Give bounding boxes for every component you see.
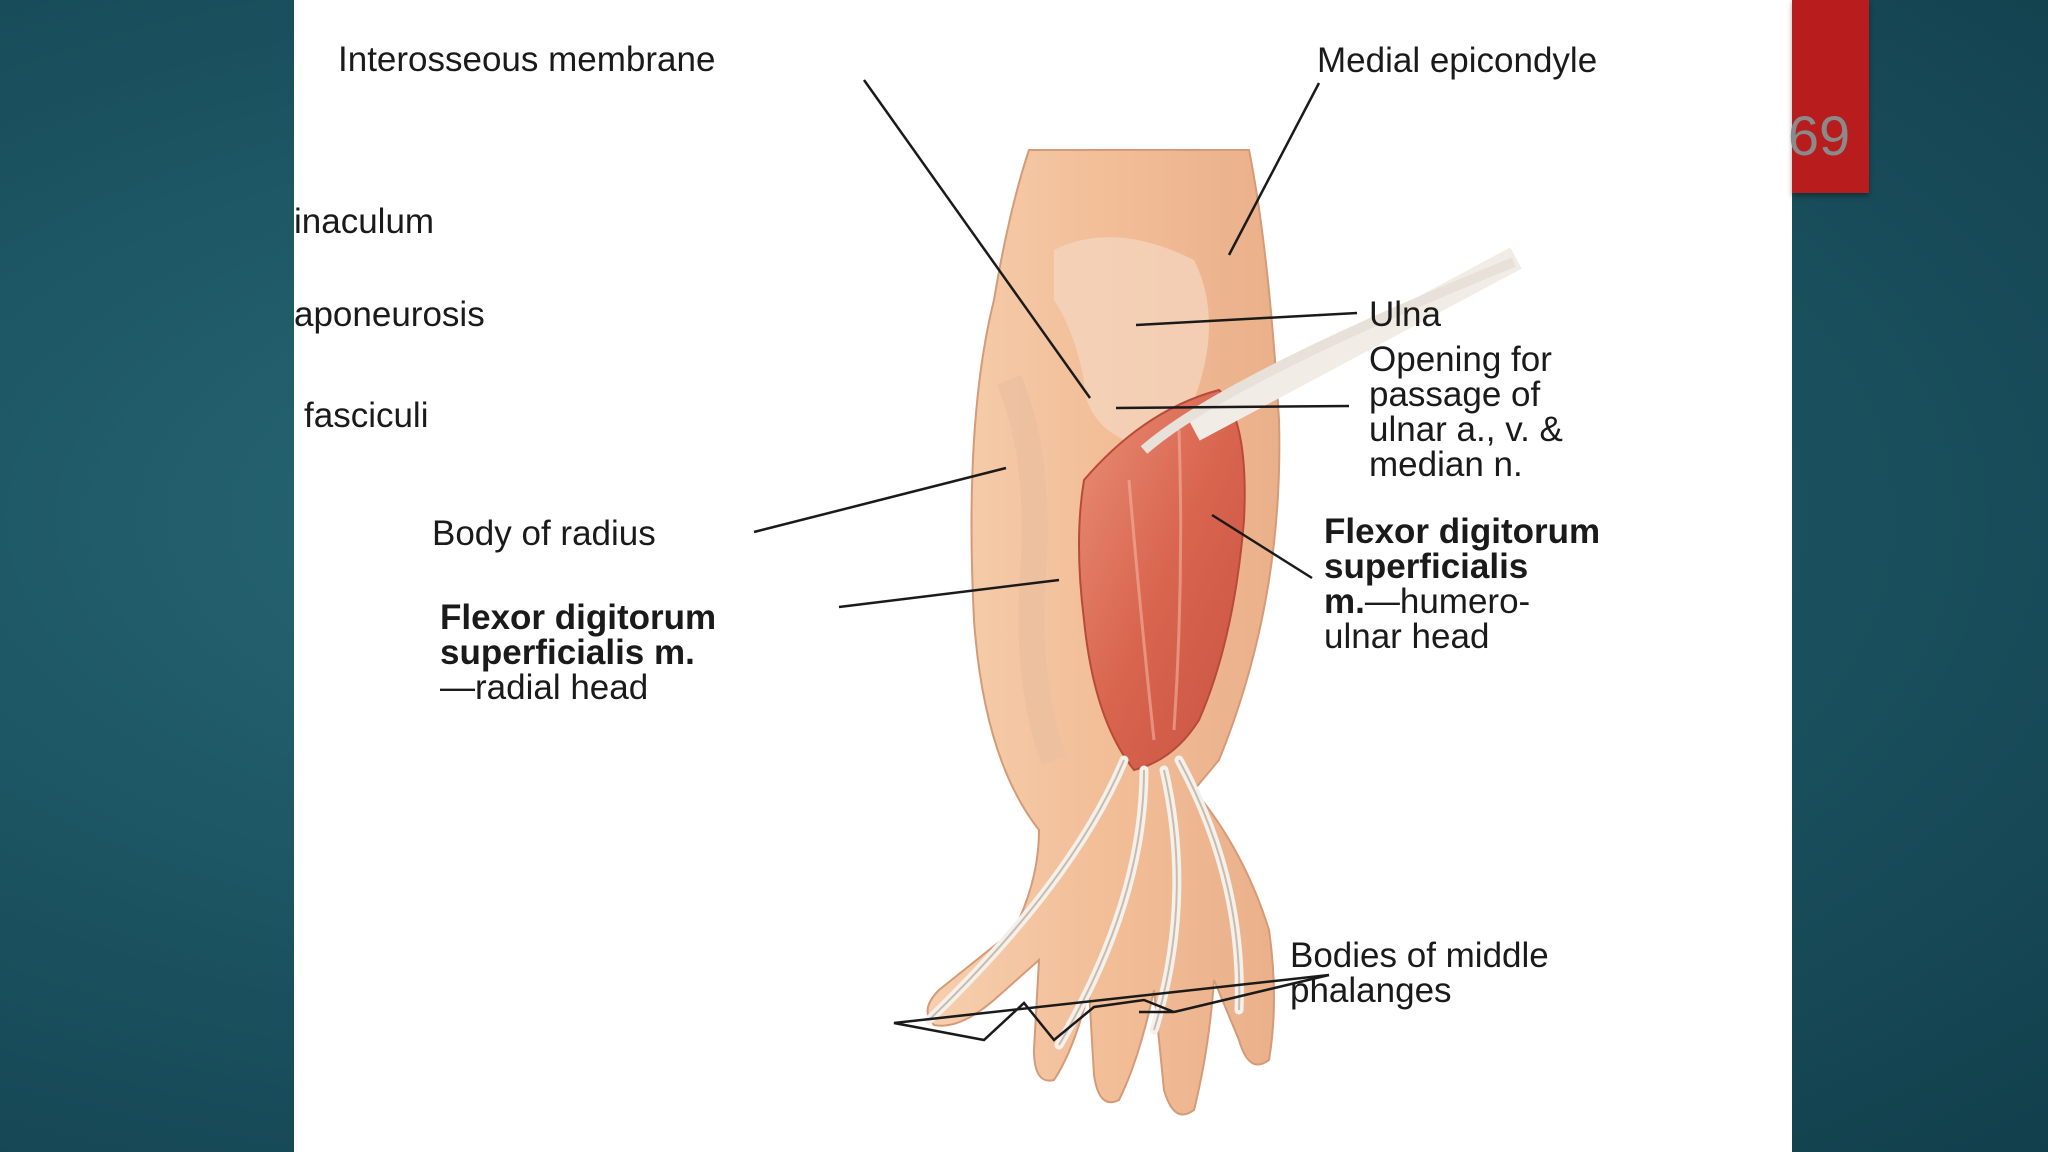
label-opening-line: median n. <box>1369 445 1523 484</box>
label-fds-humero-ulnar: Flexor digitorum superficialis m.—humero… <box>1324 514 1600 654</box>
slide: Interosseous membrane Medial epicondyle … <box>294 0 1792 1152</box>
label-bodies-line1: Bodies of middle <box>1290 936 1549 975</box>
slide-number: 69 <box>1787 104 1851 167</box>
ulna-bone <box>1054 237 1209 440</box>
label-fds-humero-ulnar-line3: m.—humero- <box>1324 584 1600 619</box>
label-fds-humero: —humero- <box>1364 582 1531 621</box>
label-retinaculum: inaculum <box>294 202 435 241</box>
label-fds-humero-ulnar-line1: Flexor digitorum <box>1324 512 1601 551</box>
label-fds-m: m. <box>1324 582 1365 621</box>
label-bodies-middle-phalanges: Bodies of middle phalanges <box>1290 938 1549 1008</box>
flexor-digitorum-muscle <box>1078 388 1246 772</box>
slide-accent-bar <box>1792 0 1869 193</box>
label-fds-radial: Flexor digitorum superficialis m. —radia… <box>440 600 716 705</box>
label-fds-humero-ulnar-line2: superficialis <box>1324 547 1529 586</box>
label-opening-line: Opening for <box>1369 340 1552 379</box>
label-fasciculi: fasciculi <box>304 396 429 435</box>
label-fds-radial-line3: —radial head <box>440 668 649 707</box>
label-fds-radial-line1: Flexor digitorum <box>440 598 717 637</box>
label-opening-line: passage of <box>1369 375 1541 414</box>
label-opening: Opening for passage of ulnar a., v. & me… <box>1369 342 1563 482</box>
label-opening-line: ulnar a., v. & <box>1369 410 1563 449</box>
label-fds-humero-ulnar-line4: ulnar head <box>1324 617 1490 656</box>
label-aponeurosis: aponeurosis <box>294 295 485 334</box>
label-ulna: Ulna <box>1369 295 1441 334</box>
radius-bone <box>996 374 1067 765</box>
label-medial-epicondyle: Medial epicondyle <box>1317 41 1598 80</box>
label-fds-radial-line2: superficialis m. <box>440 633 695 672</box>
label-bodies-line2: phalanges <box>1290 971 1452 1010</box>
forearm-illustration <box>753 79 1522 1116</box>
label-interosseous-membrane: Interosseous membrane <box>338 40 716 79</box>
label-body-of-radius: Body of radius <box>432 514 656 553</box>
